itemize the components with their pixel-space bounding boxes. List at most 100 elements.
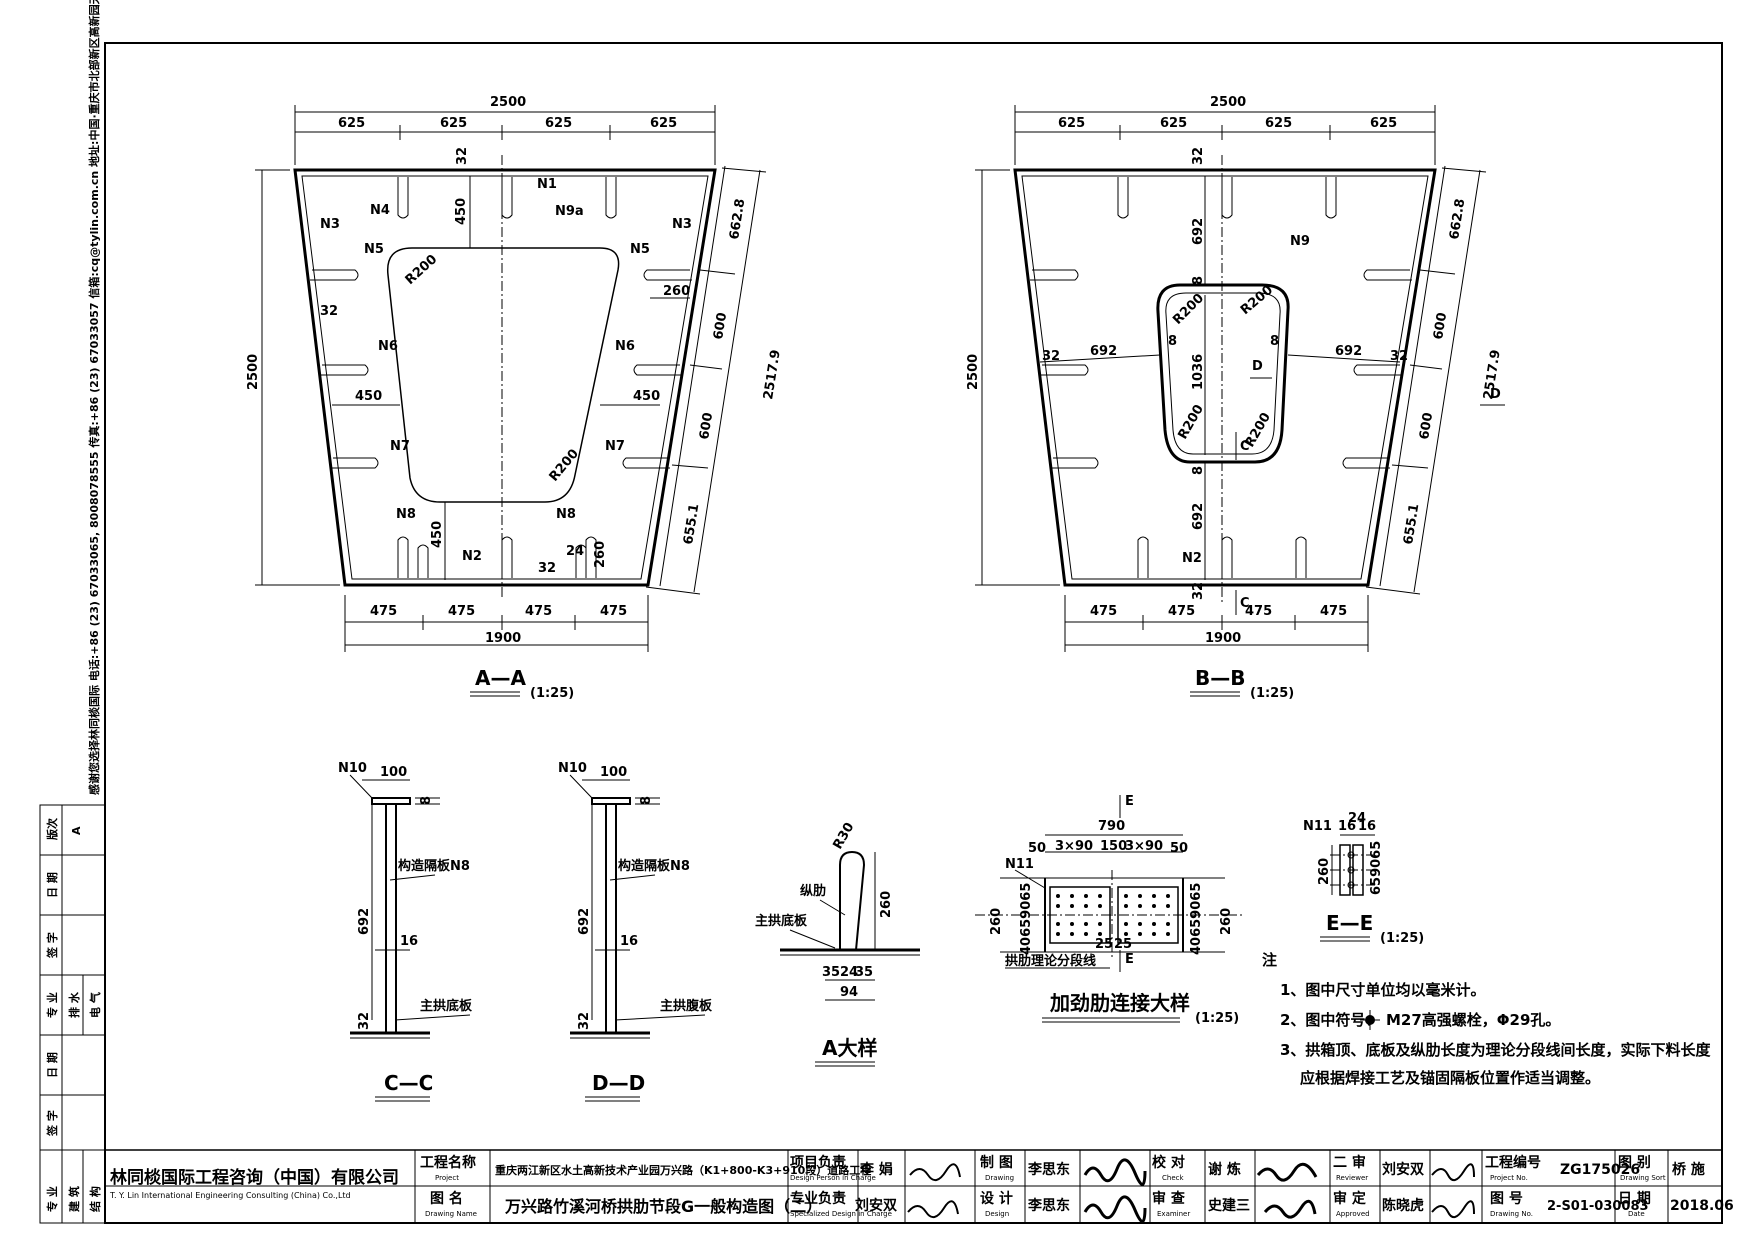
svg-text:主拱底板: 主拱底板 bbox=[420, 998, 473, 1014]
bolt-hole bbox=[1070, 932, 1074, 936]
svg-text:475: 475 bbox=[370, 604, 397, 619]
title-block: 林同棪国际工程咨询（中国）有限公司 T. Y. Lin Internationa… bbox=[105, 1150, 1734, 1223]
svg-text:E: E bbox=[1125, 952, 1134, 967]
svg-text:李 娟: 李 娟 bbox=[859, 1161, 893, 1178]
svg-text:专业负责: 专业负责 bbox=[790, 1190, 846, 1207]
project-name: 重庆两江新区水土高新技术产业园万兴路（K1+800-K3+910段）道路工程 bbox=[495, 1163, 871, 1177]
section-ee-title: E—E bbox=[1326, 911, 1373, 935]
svg-text:16: 16 bbox=[1358, 819, 1376, 834]
svg-text:N8: N8 bbox=[556, 507, 576, 522]
svg-text:N7: N7 bbox=[605, 439, 625, 454]
bolt-hole bbox=[1138, 894, 1142, 898]
svg-text:Project No.: Project No. bbox=[1490, 1174, 1528, 1182]
svg-text:600: 600 bbox=[711, 311, 730, 340]
svg-text:陈晓虎: 陈晓虎 bbox=[1382, 1197, 1424, 1214]
build-label: 建 筑 bbox=[67, 1186, 81, 1212]
svg-text:二 审: 二 审 bbox=[1333, 1154, 1366, 1171]
svg-text:8: 8 bbox=[1270, 334, 1279, 349]
section-aa: 2500 625 625 625 625 475 475 475 475 190… bbox=[246, 95, 784, 701]
svg-text:Drawing No.: Drawing No. bbox=[1490, 1210, 1533, 1218]
svg-text:625: 625 bbox=[545, 116, 572, 131]
detail-a: R30 纵肋 主拱底板 260 35 24 35 94 A大样 bbox=[755, 820, 920, 1067]
svg-text:260: 260 bbox=[663, 284, 690, 299]
svg-text:N9a: N9a bbox=[555, 204, 584, 219]
svg-text:8: 8 bbox=[1168, 334, 1177, 349]
elec-label: 电 气 bbox=[88, 992, 102, 1018]
svg-text:R200: R200 bbox=[403, 252, 441, 288]
svg-text:2500: 2500 bbox=[246, 354, 261, 390]
svg-text:E: E bbox=[1125, 794, 1134, 809]
svg-text:94: 94 bbox=[840, 985, 858, 1000]
svg-text:692: 692 bbox=[1090, 344, 1117, 359]
svg-text:35: 35 bbox=[855, 965, 873, 980]
bolt-hole bbox=[1084, 932, 1088, 936]
version-value: A bbox=[70, 826, 83, 835]
company-name-en: T. Y. Lin International Engineering Cons… bbox=[109, 1191, 351, 1200]
svg-text:构造隔板N8: 构造隔板N8 bbox=[398, 858, 470, 874]
section-bb: 2500 625 625 625 625 475 475 475 475 190… bbox=[966, 95, 1505, 701]
stiffeners-bb bbox=[1030, 177, 1412, 578]
svg-text:655.1: 655.1 bbox=[1401, 503, 1422, 546]
bolt-hole bbox=[1152, 894, 1156, 898]
stiffener-title: 加劲肋连接大样 bbox=[1049, 991, 1190, 1015]
svg-text:N10: N10 bbox=[338, 761, 367, 776]
svg-text:N6: N6 bbox=[615, 339, 635, 354]
svg-text:475: 475 bbox=[1245, 604, 1272, 619]
svg-text:主拱底板: 主拱底板 bbox=[755, 913, 808, 929]
svg-text:1900: 1900 bbox=[1205, 631, 1241, 646]
svg-text:N4: N4 bbox=[370, 203, 390, 218]
svg-text:设 计: 设 计 bbox=[980, 1190, 1013, 1207]
svg-text:450: 450 bbox=[430, 521, 445, 548]
svg-text:600: 600 bbox=[1417, 411, 1436, 440]
svg-text:项目负责: 项目负责 bbox=[790, 1154, 846, 1171]
svg-text:注: 注 bbox=[1262, 951, 1277, 969]
svg-text:Drawing Sort: Drawing Sort bbox=[1620, 1174, 1666, 1182]
svg-text:D: D bbox=[1252, 359, 1263, 374]
svg-text:659065: 659065 bbox=[1369, 841, 1384, 895]
svg-text:R200: R200 bbox=[1238, 283, 1276, 318]
section-cc: 100 N10 8 692 构造隔板N8 16 32 主拱底板 C—C bbox=[338, 761, 473, 1102]
svg-text:625: 625 bbox=[338, 116, 365, 131]
svg-text:桥 施: 桥 施 bbox=[1672, 1161, 1705, 1178]
svg-text:N3: N3 bbox=[672, 217, 692, 232]
svg-text:260: 260 bbox=[879, 891, 894, 918]
svg-text:450: 450 bbox=[454, 198, 469, 225]
bolt-hole bbox=[1138, 904, 1142, 908]
svg-text:625: 625 bbox=[440, 116, 467, 131]
svg-text:N10: N10 bbox=[558, 761, 587, 776]
svg-text:32: 32 bbox=[357, 1012, 372, 1030]
side-stiffeners-aa bbox=[310, 269, 692, 469]
svg-text:16: 16 bbox=[400, 934, 418, 949]
svg-text:刘安双: 刘安双 bbox=[855, 1197, 897, 1214]
svg-text:35: 35 bbox=[822, 965, 840, 980]
section-bb-title: B—B bbox=[1195, 666, 1246, 690]
signature-marks bbox=[907, 1158, 1475, 1223]
svg-text:662.8: 662.8 bbox=[727, 198, 748, 241]
svg-text:校 对: 校 对 bbox=[1152, 1154, 1185, 1171]
svg-text:N2: N2 bbox=[462, 549, 482, 564]
svg-text:450: 450 bbox=[633, 389, 660, 404]
bolt-hole bbox=[1152, 904, 1156, 908]
svg-text:构造隔板N8: 构造隔板N8 bbox=[618, 858, 690, 874]
svg-text:2500: 2500 bbox=[490, 95, 526, 110]
svg-text:日 期: 日 期 bbox=[1618, 1191, 1651, 1207]
svg-text:32: 32 bbox=[1390, 349, 1408, 364]
svg-text:谢 炼: 谢 炼 bbox=[1208, 1161, 1241, 1178]
svg-text:3×90: 3×90 bbox=[1125, 839, 1163, 854]
drain-label: 排 水 bbox=[67, 991, 81, 1018]
company-side-info: 感谢您选择林同棪国际 电话:+86 (23) 67033065, 8008078… bbox=[87, 0, 101, 795]
bolt-hole bbox=[1166, 904, 1170, 908]
svg-text:475: 475 bbox=[525, 604, 552, 619]
version-label: 版次 bbox=[45, 818, 59, 840]
left-signoff-strip: 版次 A 日 期 签 字 专 业 排 水 电 气 日 期 签 字 专 业 建 筑… bbox=[39, 804, 106, 1224]
bolt-hole bbox=[1124, 894, 1128, 898]
svg-text:N6: N6 bbox=[378, 339, 398, 354]
svg-text:25: 25 bbox=[1095, 937, 1113, 952]
bolt-hole bbox=[1098, 904, 1102, 908]
bolt-hole bbox=[1084, 904, 1088, 908]
svg-text:主拱腹板: 主拱腹板 bbox=[660, 998, 713, 1014]
bolt-hole bbox=[1070, 904, 1074, 908]
svg-text:2、图中符号：: 2、图中符号： bbox=[1280, 1011, 1380, 1029]
bolt-hole bbox=[1084, 894, 1088, 898]
svg-text:拱肋理论分段线: 拱肋理论分段线 bbox=[1005, 953, 1096, 969]
